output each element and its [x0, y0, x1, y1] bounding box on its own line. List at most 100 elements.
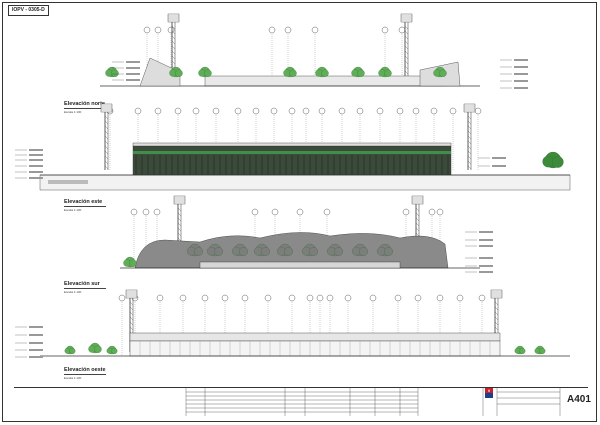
- title-underline: [64, 206, 106, 207]
- grid-bubble: [316, 294, 324, 302]
- grid-bubble: [381, 26, 389, 34]
- grid-bubble: [456, 294, 464, 302]
- annotation-right-text: [479, 271, 493, 273]
- light-tower-brace: [467, 140, 472, 145]
- light-tower-brace: [104, 160, 109, 165]
- light-tower-brace: [494, 311, 499, 316]
- light-tower-brace: [404, 35, 409, 40]
- grid-bubble: [268, 26, 276, 34]
- light-tower-brace: [171, 35, 176, 40]
- light-tower-brace: [104, 165, 109, 170]
- tree: [289, 69, 297, 77]
- grid-bubble: [154, 107, 162, 115]
- elevation-title-south: Elevación sur: [64, 281, 100, 287]
- light-tower-brace: [415, 222, 420, 227]
- grid-bubble: [338, 107, 346, 115]
- light-tower-brace: [415, 212, 420, 217]
- light-tower-brace: [129, 326, 134, 331]
- annotation-right-text: [479, 231, 493, 233]
- annotation-left-text: [29, 159, 43, 161]
- annotation-right-text: [479, 257, 493, 259]
- grid-bubble: [134, 107, 142, 115]
- annotation-right-text: [514, 73, 528, 75]
- tree: [284, 247, 293, 256]
- tree: [384, 247, 393, 256]
- grid-bubble: [302, 107, 310, 115]
- grid-bubble: [326, 294, 334, 302]
- annotation-right-text: [479, 239, 493, 241]
- grid-bubble: [252, 107, 260, 115]
- light-tower-brace: [404, 45, 409, 50]
- grid-bubble: [318, 107, 326, 115]
- tree: [359, 247, 368, 256]
- elevation-scale-south: Escala 1:100: [64, 290, 82, 294]
- grid-bubble: [296, 208, 304, 216]
- light-tower-brace: [104, 150, 109, 155]
- light-tower-brace: [171, 55, 176, 60]
- light-tower-brace: [104, 125, 109, 130]
- tree: [111, 69, 119, 77]
- tree: [239, 247, 248, 256]
- annotation-left-text: [29, 149, 43, 151]
- grid-bubble: [201, 294, 209, 302]
- light-tower-brace: [171, 30, 176, 35]
- light-tower-brace: [467, 125, 472, 130]
- grid-bubble: [436, 208, 444, 216]
- light-tower-brace: [404, 65, 409, 70]
- grid-bubble: [436, 294, 444, 302]
- light-tower-brace: [467, 115, 472, 120]
- light-tower-brace: [415, 207, 420, 212]
- annotation-left-text: [29, 326, 43, 328]
- grid-bubble: [284, 26, 292, 34]
- grid-bubble: [192, 107, 200, 115]
- annotation-left-text: [29, 356, 43, 358]
- light-tower-brace: [467, 150, 472, 155]
- grid-bubble: [118, 294, 126, 302]
- light-tower-brace: [104, 120, 109, 125]
- tree: [321, 69, 329, 77]
- tree: [111, 348, 118, 354]
- grid-bubble: [241, 294, 249, 302]
- annotation-left-text: [29, 334, 43, 336]
- light-tower-brace: [177, 207, 182, 212]
- title-underline: [64, 108, 106, 109]
- tree: [552, 156, 564, 168]
- light-tower-brace: [404, 70, 409, 75]
- light-tower-brace: [415, 217, 420, 222]
- tree: [94, 345, 102, 353]
- annotation-right-text: [492, 157, 506, 159]
- annotation-left-text: [126, 73, 140, 75]
- grid-bubble: [449, 107, 457, 115]
- tree: [439, 69, 447, 77]
- grid-bubble: [143, 26, 151, 34]
- light-tower-brace: [104, 135, 109, 140]
- grid-bubble: [270, 107, 278, 115]
- grid-bubble: [414, 294, 422, 302]
- stand-base: [199, 261, 401, 269]
- tree: [309, 247, 318, 256]
- light-tower-brace: [404, 30, 409, 35]
- grid-bubble: [264, 294, 272, 302]
- annotation-left-text: [29, 342, 43, 344]
- light-tower-brace: [467, 160, 472, 165]
- annotation-right-text: [514, 59, 528, 61]
- grid-bubble: [288, 107, 296, 115]
- annotation-left-text: [29, 165, 43, 167]
- annotation-left-text: [126, 67, 140, 69]
- grid-bubble: [130, 208, 138, 216]
- annotation-right-text: [514, 66, 528, 68]
- annotation-right-text: [479, 265, 493, 267]
- light-tower-brace: [404, 50, 409, 55]
- tree: [519, 348, 526, 354]
- light-tower-brace: [104, 155, 109, 160]
- light-tower-brace: [171, 45, 176, 50]
- grid-bubble: [430, 107, 438, 115]
- roof-fascia: [132, 142, 452, 147]
- grid-bubble: [323, 208, 331, 216]
- tree: [69, 348, 76, 354]
- light-tower-brace: [129, 321, 134, 326]
- light-tower-brace: [171, 60, 176, 65]
- light-tower-brace: [404, 60, 409, 65]
